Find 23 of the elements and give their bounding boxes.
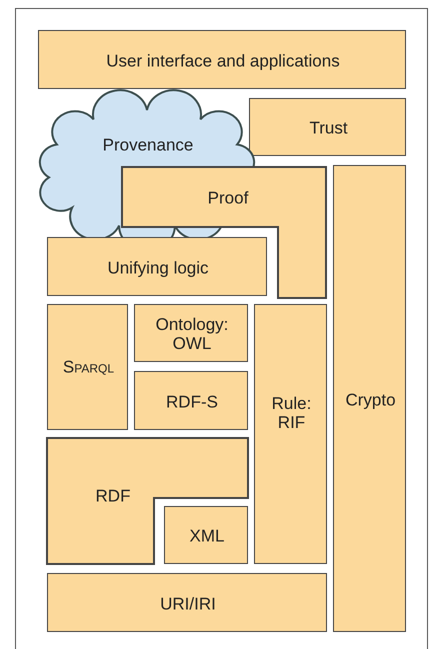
layer-box [333, 165, 406, 632]
layer-label: Sparql [62, 358, 116, 376]
layer-box [47, 304, 128, 430]
layer-box [47, 573, 327, 632]
layer-box [254, 304, 327, 564]
layer-box [164, 506, 248, 564]
layer-label: Proof [206, 188, 250, 208]
layer-label: Crypto [344, 390, 397, 409]
layer-label: XML [188, 526, 226, 546]
layer-box [249, 98, 406, 156]
layer-label: RDF [94, 486, 132, 506]
layer-label: User interface and applications [105, 51, 341, 70]
layer-box [134, 304, 248, 362]
layer-label: Rule: RIF [270, 394, 312, 432]
layer-label: RDF-S [165, 392, 219, 411]
layer-label: Trust [308, 118, 349, 138]
layer-label: Ontology: OWL [154, 315, 230, 353]
layer-label: Provenance [102, 136, 194, 154]
layer-box [134, 371, 248, 430]
layer-label: URI/IRI [159, 594, 217, 613]
layer-box [47, 237, 267, 296]
layer-box [38, 30, 406, 89]
layer-label: Unifying logic [106, 258, 210, 277]
